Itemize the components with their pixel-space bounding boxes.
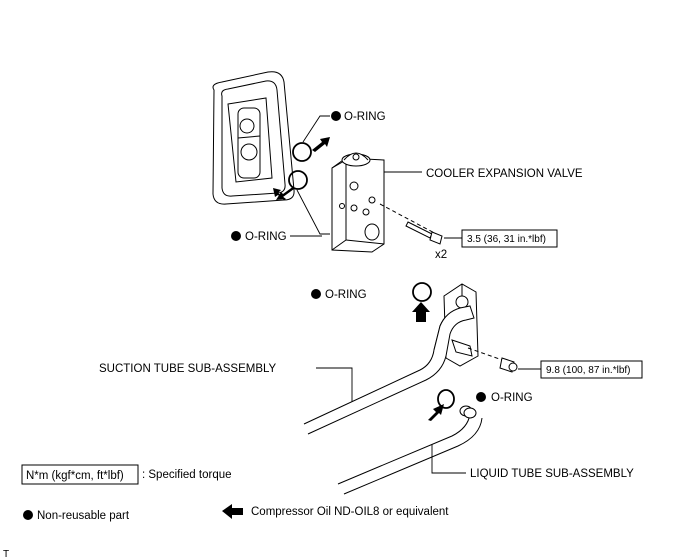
label-oring-lower: O-RING <box>491 392 533 404</box>
leader-liquid-tube <box>431 444 466 474</box>
oil-arrow-icon-lower <box>428 404 444 421</box>
suction-tube <box>303 283 479 435</box>
legend-oil: Compressor Oil ND-OIL8 or equivalent <box>251 506 449 518</box>
nonreusable-dot-icon <box>476 392 486 402</box>
legend-nonreusable-dot-icon <box>23 510 33 520</box>
oring-upper-2 <box>288 170 308 190</box>
leader-suction-tube <box>316 367 353 402</box>
legend-torque-units: N*m (kgf*cm, ft*lbf) <box>26 470 124 482</box>
suction-bolt <box>467 347 518 373</box>
label-oring-top: O-RING <box>344 111 386 123</box>
leader-oring-left <box>296 189 330 235</box>
oring-lower <box>437 389 455 409</box>
legend-nonreusable: Non-reusable part <box>37 510 130 522</box>
oring-mid <box>412 282 432 302</box>
label-suction-tube: SUCTION TUBE SUB-ASSEMBLY <box>99 363 277 375</box>
torque-value-suction: 9.8 (100, 87 in.*lbf) <box>546 365 631 376</box>
oil-arrow-icon-mid <box>412 302 430 322</box>
evaporator-housing <box>212 71 295 205</box>
label-liquid-tube: LIQUID TUBE SUB-ASSEMBLY <box>470 468 634 480</box>
valve-bolt <box>379 203 443 245</box>
oil-arrow-icon-upper-2 <box>273 186 294 200</box>
legend-oil-arrow-icon <box>222 504 243 519</box>
oil-arrow-icon-upper-1 <box>312 137 330 152</box>
oring-upper-1 <box>292 142 312 162</box>
liquid-tube <box>337 405 483 495</box>
leader-oring-top <box>302 115 330 143</box>
legend-torque-box <box>21 464 139 485</box>
cooler-expansion-valve <box>331 152 385 253</box>
label-x2: x2 <box>435 249 447 261</box>
label-oring-left: O-RING <box>245 231 287 243</box>
nonreusable-dot-icon <box>331 111 341 121</box>
torque-box-valve <box>461 229 558 248</box>
label-expansion-valve: COOLER EXPANSION VALVE <box>426 168 583 180</box>
torque-value-valve: 3.5 (36, 31 in.*lbf) <box>467 234 546 245</box>
legend-torque-desc: : Specified torque <box>142 469 232 481</box>
label-oring-mid: O-RING <box>325 289 367 301</box>
torque-box-suction <box>540 360 643 379</box>
nonreusable-dot-icon <box>311 289 321 299</box>
corner-mark: T <box>3 549 9 560</box>
nonreusable-dot-icon <box>231 231 241 241</box>
